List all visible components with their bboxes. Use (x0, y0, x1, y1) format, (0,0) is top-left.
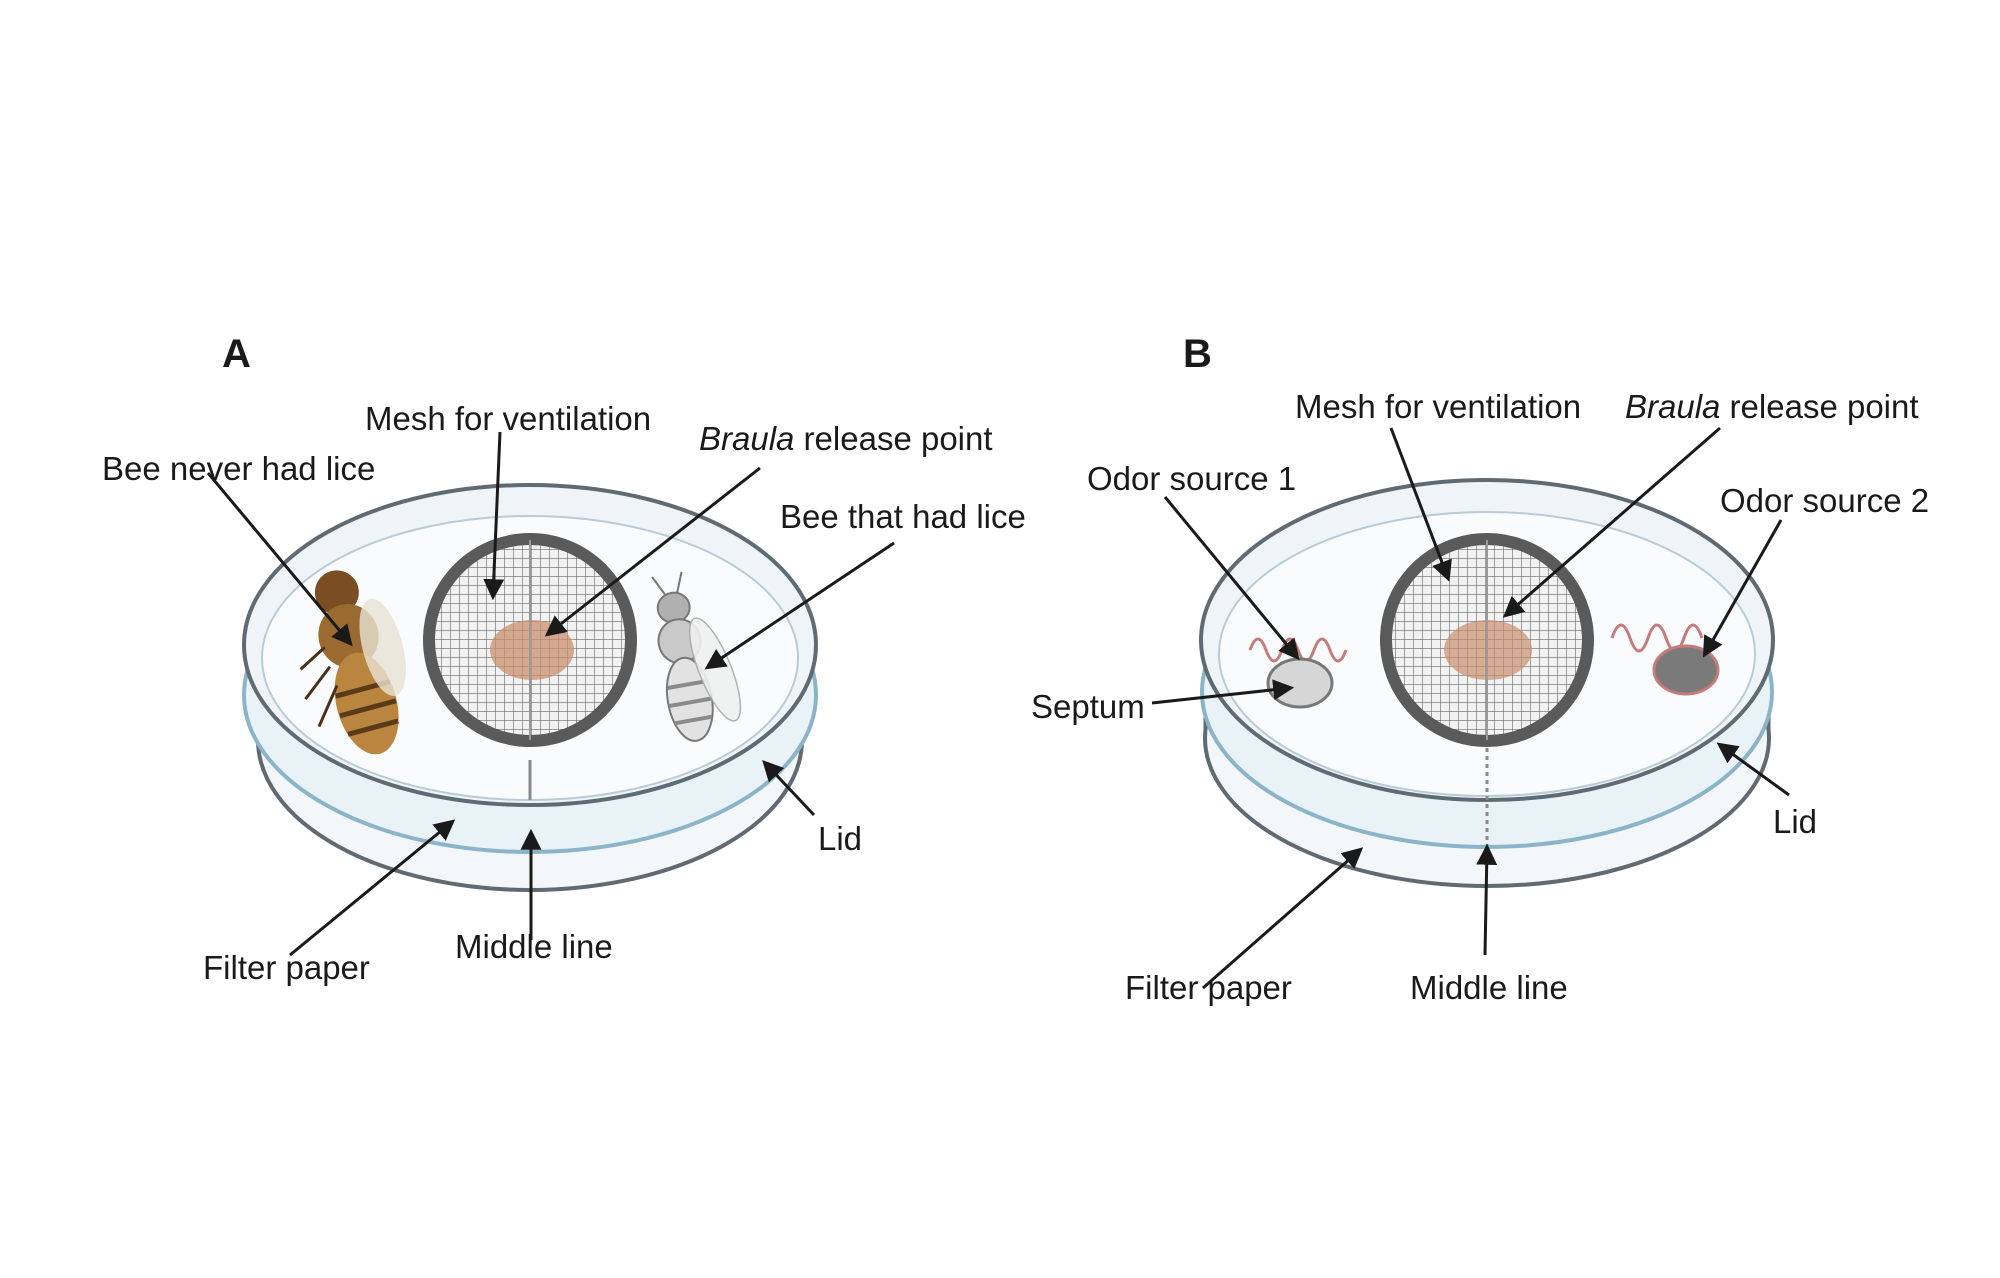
arrow-bee-had-a (704, 541, 895, 670)
odor-wave-2 (1610, 623, 1704, 653)
arrow-bee-never-a (206, 472, 353, 647)
arrows-b (1151, 426, 1790, 990)
arrow-braula-b (1502, 426, 1721, 618)
panel-a: A (102, 332, 1026, 986)
label-lid-a: Lid (818, 820, 862, 857)
septum-2 (1652, 644, 1720, 696)
arrows-a (206, 431, 895, 957)
label-odor2-b: Odor source 2 (1720, 482, 1929, 519)
label-middle-line-b: Middle line (1410, 969, 1568, 1006)
label-septum-b: Septum (1031, 688, 1145, 725)
septum-1 (1266, 657, 1334, 709)
arrow-lid-b (1716, 742, 1790, 797)
mesh-ring-b (1380, 533, 1594, 747)
panel-b-letter: B (1183, 332, 1212, 376)
label-filter-paper-a: Filter paper (203, 949, 370, 986)
arrow-odor2-b (1702, 519, 1783, 658)
panel-a-letter: A (222, 332, 251, 376)
braula-mite-a (490, 620, 574, 680)
label-braula-a: Braula release point (699, 420, 993, 457)
label-lid-b: Lid (1773, 803, 1817, 840)
arrow-odor1-b (1163, 496, 1300, 661)
label-braula-a-rest: release point (794, 420, 992, 457)
label-odor1-b: Odor source 1 (1087, 460, 1296, 497)
mesh-b (1380, 533, 1594, 747)
label-bee-never-a: Bee never had lice (102, 450, 375, 487)
label-mesh-b: Mesh for ventilation (1295, 388, 1581, 425)
arrow-mesh-a (483, 431, 505, 601)
label-braula-a-italic: Braula (699, 420, 794, 457)
arrow-septum-b (1151, 679, 1295, 705)
arrow-braula-a (544, 466, 761, 637)
label-mesh-a: Mesh for ventilation (365, 400, 651, 437)
panel-b: B (1031, 332, 1929, 1006)
label-bee-had-a: Bee that had lice (780, 498, 1026, 535)
mesh-a (423, 533, 637, 747)
label-braula-b-rest: release point (1720, 388, 1918, 425)
arrow-lid-a (762, 759, 816, 817)
label-braula-b: Braula release point (1625, 388, 1919, 425)
mesh-ring-a (423, 533, 637, 747)
arrow-middle-line-b (1476, 843, 1498, 956)
arrow-filter-paper-b (1202, 847, 1364, 990)
label-braula-b-italic: Braula (1625, 388, 1720, 425)
label-middle-line-a: Middle line (455, 928, 613, 965)
arrow-filter-paper-a (289, 819, 456, 957)
label-filter-paper-b: Filter paper (1125, 969, 1292, 1006)
bee-that-had-lice-a (651, 571, 742, 742)
bee-never-had-lice-a (299, 570, 406, 755)
odor-source-2-b (1610, 623, 1720, 696)
arrow-mesh-b (1389, 427, 1452, 582)
